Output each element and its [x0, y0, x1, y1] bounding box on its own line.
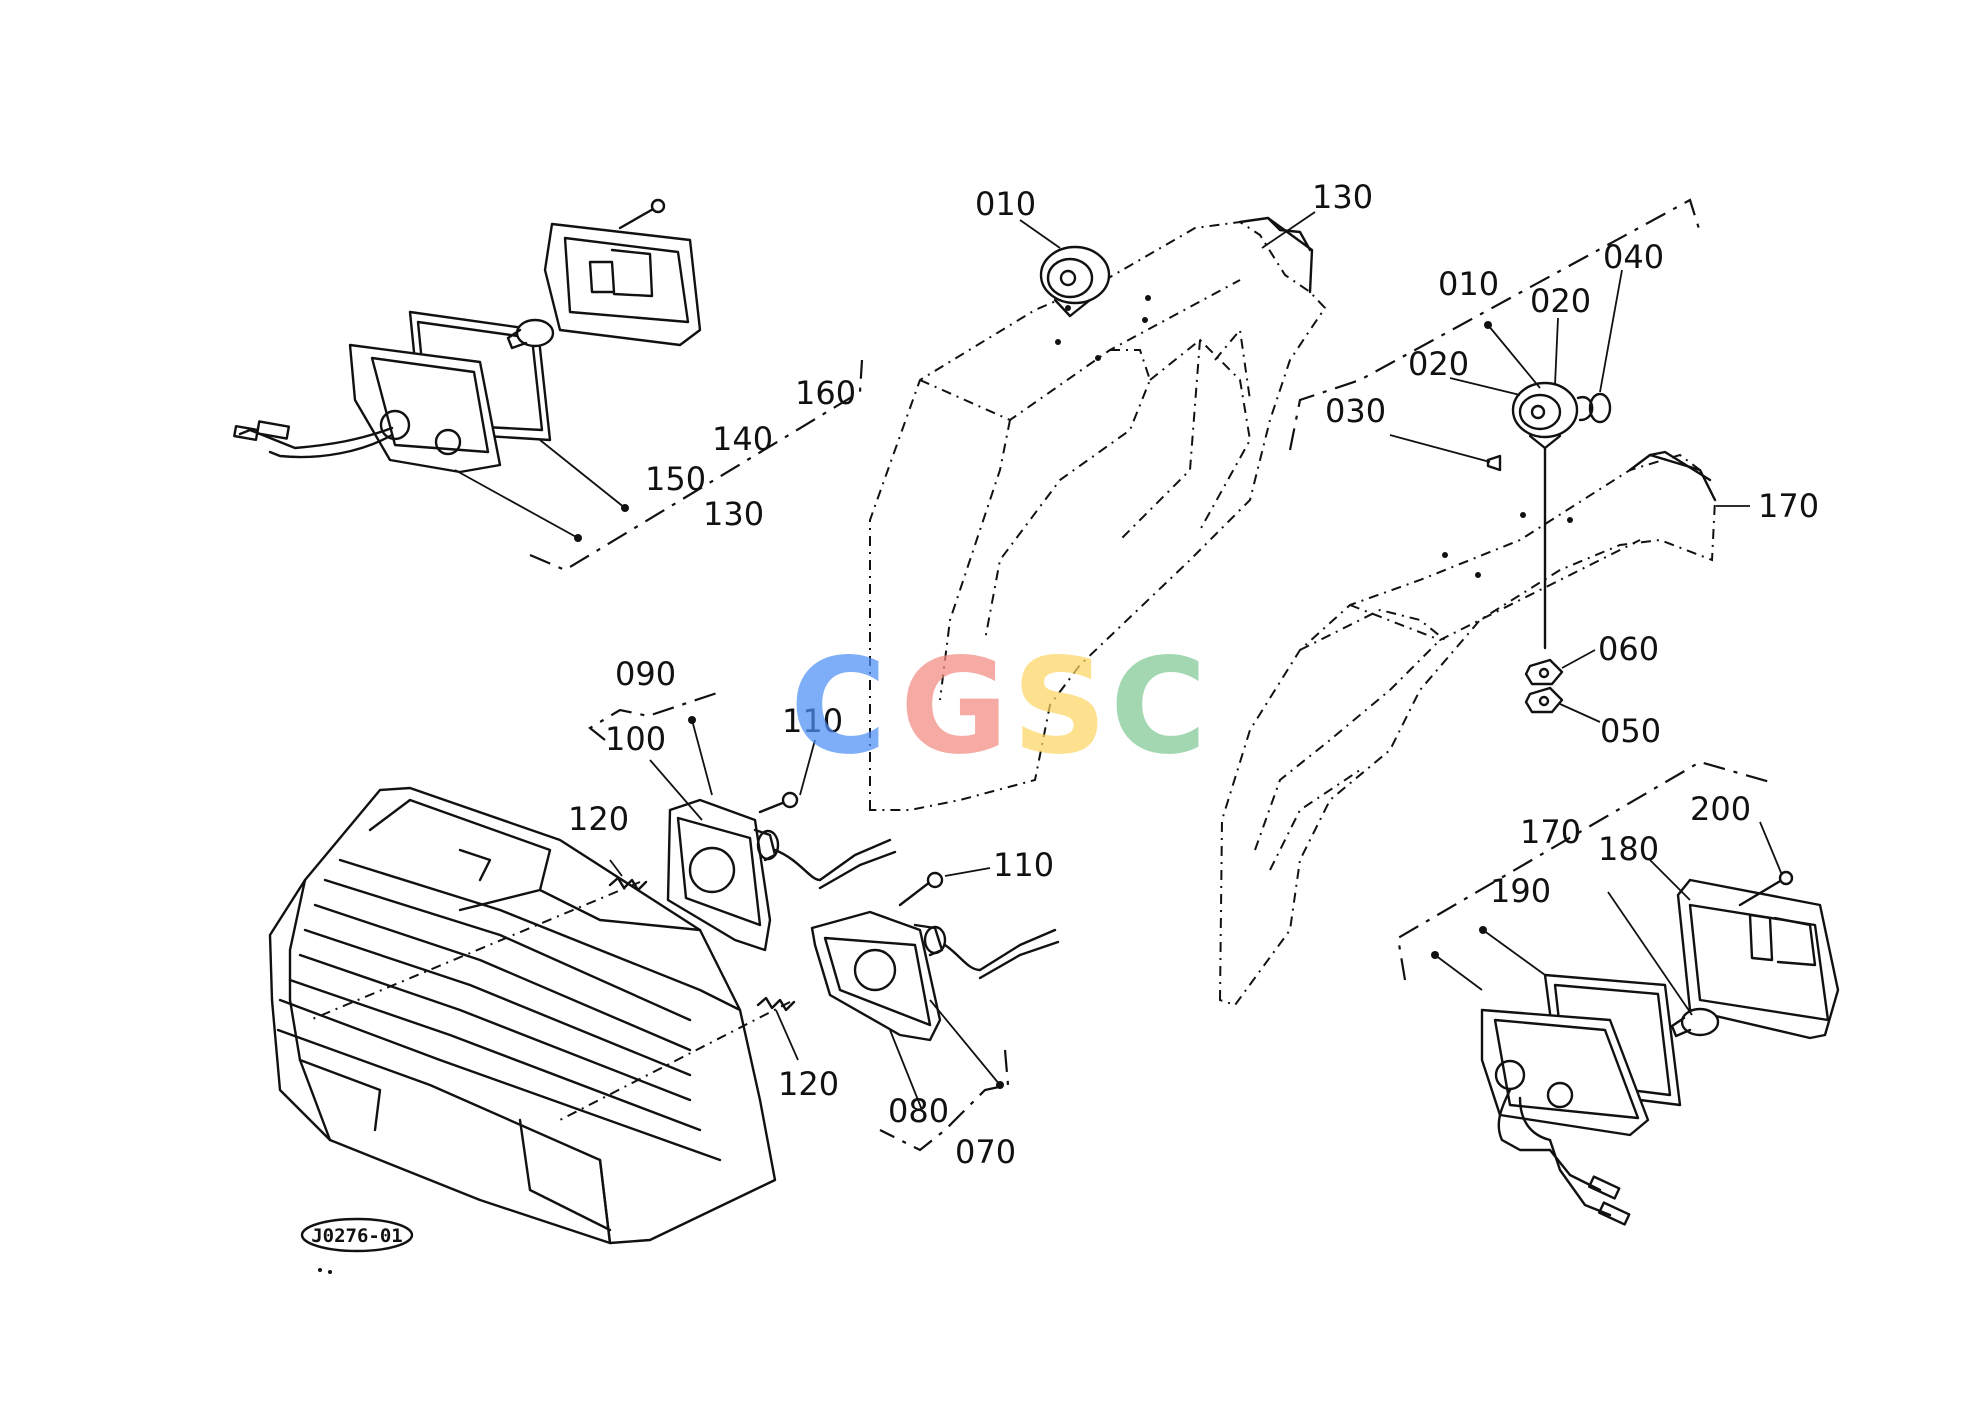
callout-130-assembly: 130 [703, 495, 764, 533]
watermark-logo: C G S C [790, 630, 1207, 784]
callout-140: 140 [712, 420, 773, 458]
callout-080: 080 [888, 1092, 949, 1130]
callout-100: 100 [605, 720, 666, 758]
callout-050: 050 [1600, 712, 1661, 750]
callout-070: 070 [955, 1133, 1016, 1171]
callout-040: 040 [1603, 238, 1664, 276]
callout-labels: 010 130 160 140 150 130 010 020 040 020 … [568, 178, 1819, 1171]
callout-010-left-lamp: 010 [975, 185, 1036, 223]
rear-lamp-assembly-left [233, 198, 864, 572]
callout-020-upper: 020 [1530, 282, 1591, 320]
work-lamp-left [1019, 211, 1316, 318]
left-fender [869, 216, 1327, 811]
callout-110-lower: 110 [993, 846, 1054, 884]
callout-150: 150 [645, 460, 706, 498]
callout-120-upper: 120 [568, 800, 629, 838]
callout-200: 200 [1690, 790, 1751, 828]
callout-170-fender: 170 [1758, 487, 1819, 525]
callout-030: 030 [1325, 392, 1386, 430]
callout-010-right-lamp: 010 [1438, 265, 1499, 303]
front-grille [268, 786, 777, 1274]
watermark-letter-4: C [1110, 630, 1207, 784]
callout-060: 060 [1598, 630, 1659, 668]
rear-lamp-assembly-right [1396, 760, 1840, 1226]
watermark-letter-2: G [900, 630, 1008, 784]
head-lamp-lower [309, 867, 1060, 1152]
callout-020-lower: 020 [1408, 345, 1469, 383]
watermark-letter-1: C [790, 630, 887, 784]
watermark-letter-3: S [1012, 630, 1107, 784]
callout-130-fender-lamp: 130 [1312, 178, 1373, 216]
callout-160: 160 [795, 374, 856, 412]
callout-090: 090 [615, 655, 676, 693]
head-lamp-upper [588, 690, 897, 952]
work-lamp-right [1288, 198, 1702, 723]
callout-190: 190 [1490, 872, 1551, 910]
reference-code: J0276-01 [311, 1225, 403, 1247]
callout-180: 180 [1598, 830, 1659, 868]
reference-badge: J0276-01 [300, 1217, 414, 1253]
callout-120-lower: 120 [778, 1065, 839, 1103]
callout-110-upper: 110 [782, 702, 843, 740]
callout-170-assembly: 170 [1520, 813, 1581, 851]
right-fender [1218, 450, 1750, 1007]
